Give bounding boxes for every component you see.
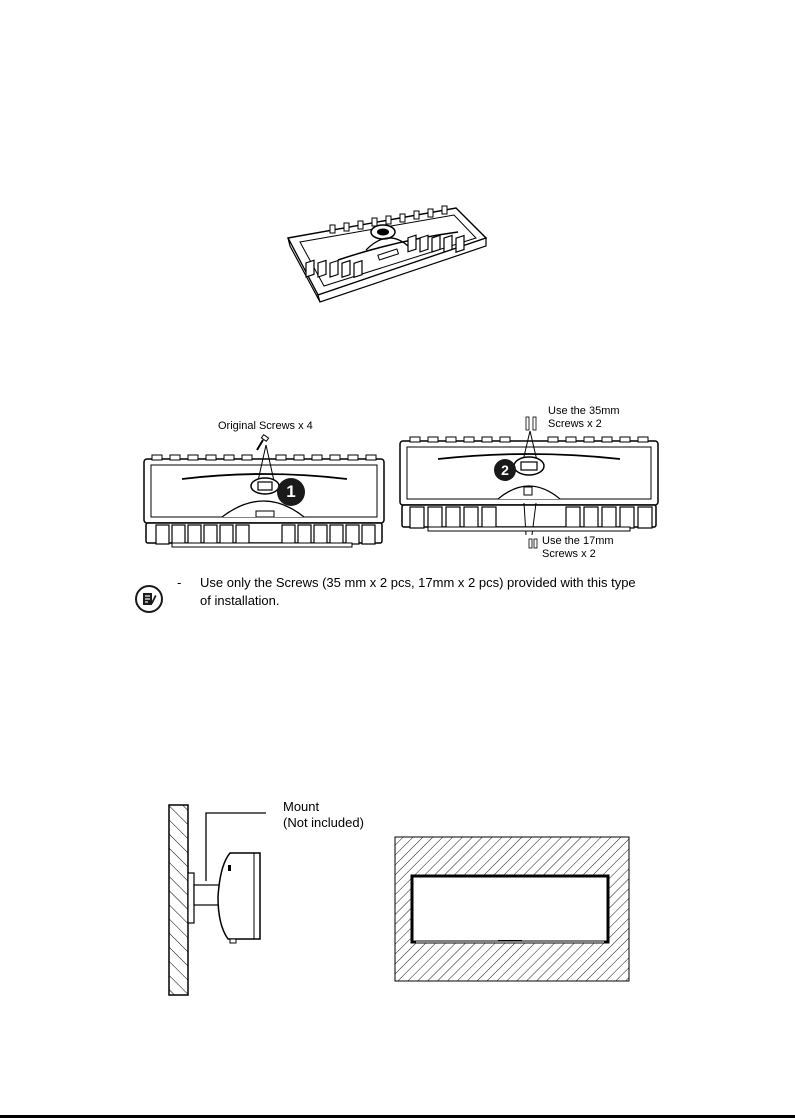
short-screw-icons <box>527 538 541 550</box>
note-pencil-icon <box>135 585 163 613</box>
long-screw-icons <box>524 417 540 433</box>
wall-mount-front-view <box>394 836 630 982</box>
17mm-screws-label: Use the 17mm Screws x 2 <box>542 535 614 561</box>
35mm-screws-label: Use the 35mm Screws x 2 <box>548 405 620 431</box>
stand-back-view-right <box>398 437 660 537</box>
stand-back-view-left <box>142 455 387 555</box>
original-screws-label: Original Screws x 4 <box>218 420 313 433</box>
note-text: Use only the Screws (35 mm x 2 pcs, 17mm… <box>200 574 640 610</box>
wall-mount-side-view <box>168 805 278 997</box>
note-dash: - <box>177 574 181 592</box>
step-1-badge: 1 <box>277 478 305 506</box>
step-2-badge: 2 <box>494 459 516 481</box>
stand-base-figure <box>278 180 498 315</box>
mount-label: Mount (Not included) <box>283 799 364 831</box>
